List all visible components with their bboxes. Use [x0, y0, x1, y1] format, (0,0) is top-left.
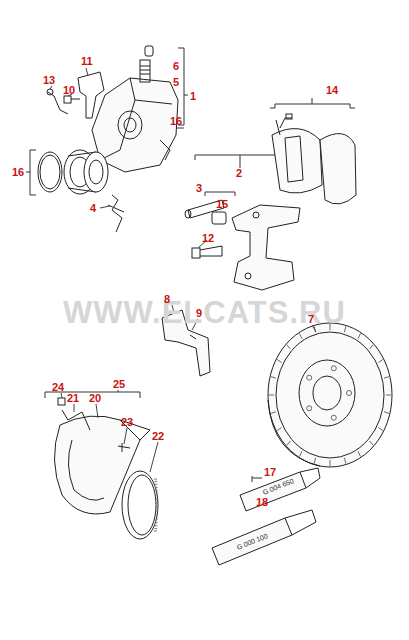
ring-teeth [154, 479, 158, 531]
brake-pad [272, 114, 356, 204]
vane-stroke [378, 360, 382, 363]
tooth-stroke [155, 522, 157, 523]
vane-stroke [370, 441, 374, 445]
bolt-hole [331, 415, 336, 420]
tooth-stroke [154, 528, 157, 529]
callout-number: 7 [308, 313, 314, 325]
caliper-carrier [232, 205, 300, 290]
callout-number: 12 [202, 232, 214, 244]
brake-disc [268, 323, 392, 467]
callout-number: 20 [89, 392, 101, 404]
tooth-stroke [155, 525, 158, 526]
vane-stroke [271, 377, 276, 379]
callout-number: 24 [52, 381, 64, 393]
watermark-text: WWW.ELCATS.RU [63, 296, 346, 330]
vane-stroke [287, 345, 291, 349]
tooth-stroke [156, 507, 158, 508]
vane-stroke [300, 334, 303, 339]
vane-stroke [358, 451, 361, 456]
tooth-stroke [156, 494, 158, 495]
bolt-hole [331, 366, 336, 371]
callout-number: 17 [264, 466, 276, 478]
callout-number: 10 [63, 84, 75, 96]
tooth-stroke [155, 484, 158, 485]
vane-stroke [370, 345, 374, 349]
callout-number: 16 [12, 166, 24, 178]
callout-number: 3 [196, 182, 202, 194]
bolt-hole [307, 375, 312, 380]
tooth-stroke [156, 502, 158, 503]
sensor-ring [122, 471, 158, 539]
callout-number: 22 [152, 430, 164, 442]
vane-stroke [277, 428, 281, 431]
tooth-stroke [156, 498, 158, 499]
bleeder-valve [140, 46, 153, 82]
vane-stroke [314, 458, 315, 464]
callout-number: 23 [121, 416, 133, 428]
vane-stroke [386, 395, 391, 396]
grease-tube [212, 468, 320, 565]
vane-stroke [358, 334, 361, 339]
tooth-stroke [156, 515, 158, 516]
tooth-stroke [154, 481, 157, 482]
vane-stroke [277, 360, 281, 363]
bolt-hole [347, 391, 352, 396]
piston-seal-kit [38, 150, 108, 194]
vane-stroke [330, 460, 331, 466]
vane-stroke [269, 395, 274, 396]
vane-stroke [384, 377, 389, 379]
callout-number: 11 [81, 55, 93, 67]
wear-sensor-parts [47, 72, 104, 118]
callout-number: 5 [173, 76, 179, 88]
retaining-spring [108, 195, 124, 232]
callout-number: 18 [256, 496, 268, 508]
disc-vanes [269, 324, 391, 466]
callout-number: 14 [326, 84, 338, 96]
callout-number: 8 [164, 293, 170, 305]
callout-number: 4 [90, 202, 96, 214]
vane-stroke [287, 441, 291, 445]
splash-shield [54, 398, 150, 514]
callout-number: 15 [216, 198, 228, 210]
tooth-stroke [156, 511, 158, 512]
callout-number: 2 [236, 167, 242, 179]
carrier-bolt [192, 246, 222, 258]
callout-number: 9 [196, 307, 202, 319]
vane-stroke [384, 412, 389, 414]
vane-stroke [344, 458, 345, 464]
tooth-stroke [155, 487, 157, 488]
bolt-hole [307, 406, 312, 411]
vane-stroke [300, 451, 303, 456]
tooth-stroke [156, 490, 158, 491]
tooth-stroke [156, 519, 158, 520]
vane-stroke [271, 412, 276, 414]
leader-line [50, 68, 316, 472]
tooth-stroke [154, 530, 157, 531]
callout-number: 16 [170, 115, 182, 127]
callout-number: 25 [113, 378, 125, 390]
callout-number: 13 [43, 74, 55, 86]
tooth-stroke [154, 479, 157, 480]
callout-number: 6 [173, 60, 179, 72]
callout-number: 21 [67, 392, 79, 404]
vane-stroke [378, 428, 382, 431]
callout-number: 1 [190, 90, 196, 102]
